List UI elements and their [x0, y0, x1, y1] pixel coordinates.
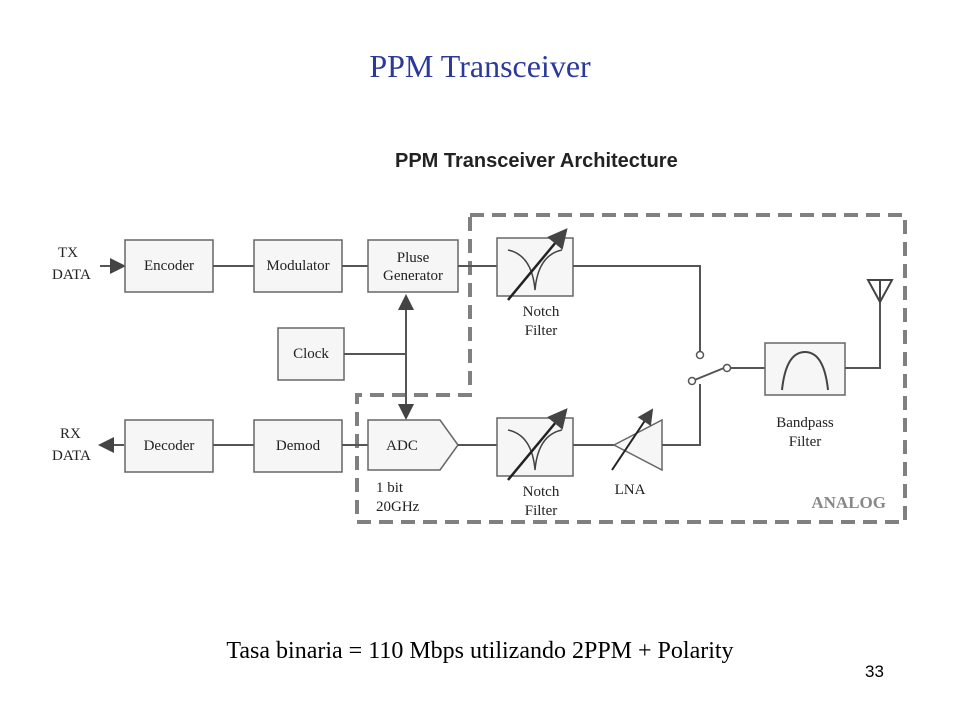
encoder-label: Encoder — [144, 258, 194, 274]
modulator-block: Modulator — [253, 239, 343, 293]
lna-block — [611, 408, 663, 472]
pulse-generator-block: Pluse Generator — [367, 239, 459, 293]
analog-label: ANALOG — [811, 493, 886, 512]
rx-label-line1: RX — [60, 426, 81, 442]
switch-pivot — [687, 376, 697, 386]
lna-label: LNA — [615, 482, 646, 498]
bandpass-filter-block — [764, 342, 846, 396]
notch-filter-rx-label-line1: Notch — [523, 484, 560, 500]
tunable-arrow-icon — [507, 408, 568, 481]
notch-curve-icon — [507, 429, 563, 471]
rx-label-line2: DATA — [52, 448, 91, 464]
tunable-arrow-icon — [507, 228, 568, 301]
wire-bandpass-antenna — [845, 290, 881, 369]
encoder-block: Encoder — [124, 239, 214, 293]
notch-filter-tx-label-line2: Filter — [525, 323, 558, 339]
pulse-generator-label-line1: Pluse — [397, 250, 430, 266]
decoder-label: Decoder — [144, 438, 195, 454]
switch-contact-tx — [695, 350, 705, 360]
adc-label: ADC — [386, 438, 418, 454]
clock-block: Clock — [277, 327, 345, 381]
bandpass-filter-label-line1: Bandpass — [776, 415, 834, 431]
slide-caption: Tasa binaria = 110 Mbps utilizando 2PPM … — [226, 638, 734, 664]
tx-label-line1: TX — [58, 245, 78, 261]
bandpass-curve-icon — [781, 350, 829, 391]
modulator-label: Modulator — [266, 258, 329, 274]
demod-block: Demod — [253, 419, 343, 473]
tx-label-line2: DATA — [52, 267, 91, 283]
tunable-arrow-icon — [611, 408, 654, 471]
analog-region-border — [355, 213, 907, 524]
adc-note-line1: 1 bit — [376, 480, 404, 496]
adc-block: ADC — [367, 419, 459, 471]
decoder-block: Decoder — [124, 419, 214, 473]
notch-curve-icon — [507, 249, 563, 291]
pulse-generator-label-line2: Generator — [383, 268, 443, 284]
wire-notch-switch-tx — [573, 265, 701, 352]
slide-title: PPM Transceiver — [369, 48, 591, 84]
notch-filter-rx-block — [496, 408, 574, 481]
bandpass-filter-label-line2: Filter — [789, 434, 822, 450]
switch-common — [722, 363, 732, 373]
antenna-icon — [866, 279, 894, 305]
notch-filter-rx-label-line2: Filter — [525, 503, 558, 519]
amplifier-icon — [612, 418, 663, 472]
wire-lna-switch-rx — [662, 384, 701, 446]
adc-note-line2: 20GHz — [376, 499, 420, 515]
notch-filter-tx-block — [496, 228, 574, 301]
clock-label: Clock — [293, 346, 329, 362]
switch-lever — [691, 367, 725, 382]
diagram-heading: PPM Transceiver Architecture — [395, 150, 678, 172]
page-number: 33 — [865, 662, 884, 681]
notch-filter-tx-label-line1: Notch — [523, 304, 560, 320]
demod-label: Demod — [276, 438, 321, 454]
